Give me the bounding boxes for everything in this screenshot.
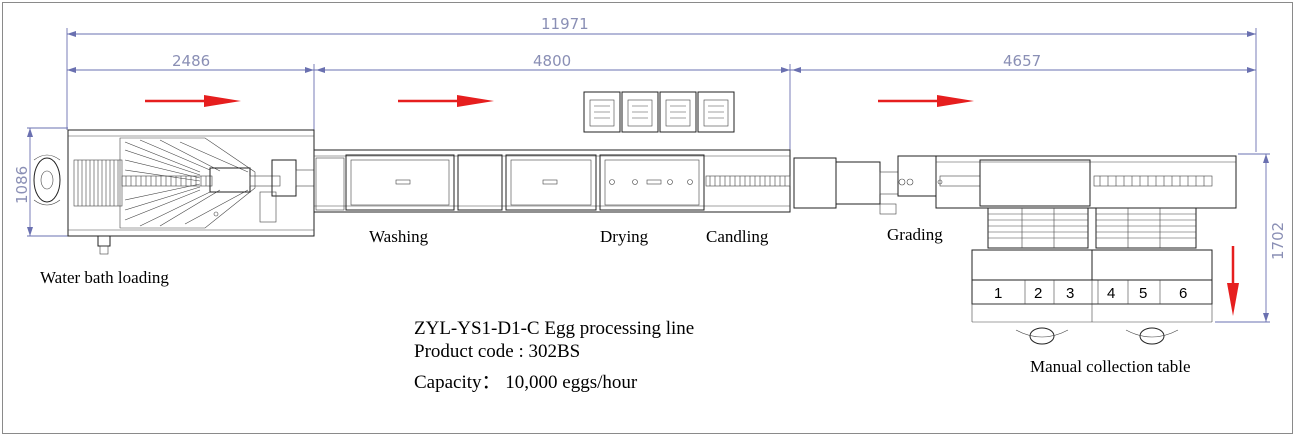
flow-arrow-2 [398,95,494,107]
drying-fans [583,91,735,133]
info-capacity: Capacity： 10,000 eggs/hour [414,372,638,393]
dimension-height-left: 1086 [13,127,68,237]
collection-number-4: 4 [1107,285,1115,302]
flow-arrow-3 [878,95,974,107]
grading-machine [793,155,1237,215]
dimension-grading: 4657 [790,52,1256,73]
washing-drying-machine [313,149,791,213]
info-product-code: Product code : 302BS [414,341,580,362]
dimension-height-right-text: 1702 [1269,222,1287,260]
label-manual-collection: Manual collection table [1030,357,1191,376]
dimension-total-text: 11971 [541,15,589,33]
dimension-middle-text: 4800 [533,52,571,70]
water-bath-loading-machine [33,129,315,255]
label-candling: Candling [706,227,769,246]
dimension-height-right: 1702 [1215,153,1287,323]
label-water-bath-loading: Water bath loading [40,268,169,287]
collection-number-5: 5 [1139,285,1147,302]
collection-number-6: 6 [1179,285,1187,302]
collection-number-1: 1 [994,285,1002,302]
dimension-height-left-text: 1086 [13,166,31,204]
dimension-grading-text: 4657 [1003,52,1041,70]
collection-number-3: 3 [1066,285,1074,302]
label-washing: Washing [369,227,429,246]
collection-number-2: 2 [1034,285,1042,302]
dimension-loading: 2486 [67,52,315,130]
dimension-total: 11971 [66,15,1257,152]
dimension-middle: 4800 [314,52,791,155]
info-model: ZYL-YS1-D1-C Egg processing line [414,318,694,339]
collection-table [971,207,1213,345]
flow-arrow-down [1227,246,1239,316]
label-drying: Drying [600,227,649,246]
flow-arrow-1 [145,95,241,107]
dimension-loading-text: 2486 [172,52,210,70]
label-grading: Grading [887,225,943,244]
